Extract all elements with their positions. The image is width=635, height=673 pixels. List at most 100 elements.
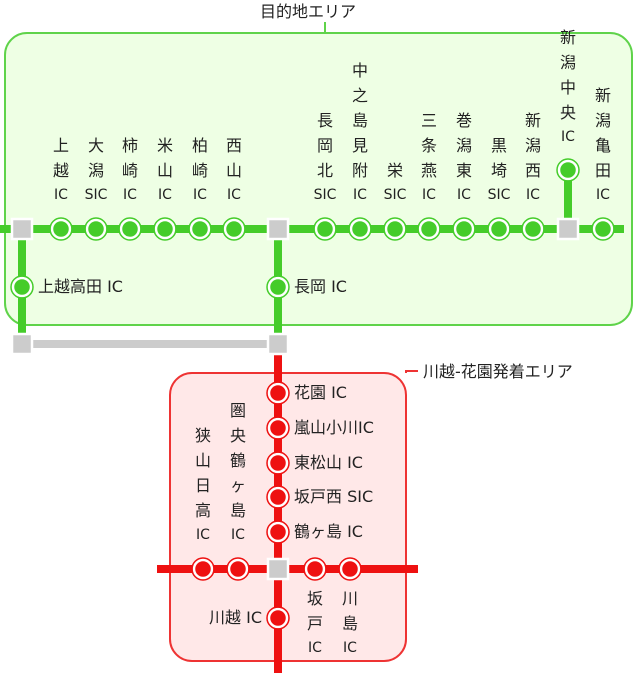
station-label-sakado-char: 坂 (306, 589, 323, 608)
station-label-niigatanishi-ic: IC (526, 187, 540, 203)
station-sanjo-ring (417, 217, 441, 241)
junction-niigatachuo (556, 217, 580, 241)
station-sakado-ring (303, 557, 327, 581)
station-niigatachuo-ring (556, 158, 580, 182)
station-label-ogata-char: 潟 (87, 161, 104, 180)
station-kashiwazaki (189, 218, 211, 240)
station-label-nakanoshima-char: 見 (351, 136, 368, 155)
station-kakizaki (119, 218, 141, 240)
station-label-kenoutsurugashima-char: 圏 (229, 401, 246, 420)
station-niigatakameda (592, 218, 614, 240)
station-label-ranzan: 嵐山小川IC (294, 418, 374, 437)
station-sanjo (418, 218, 440, 240)
station-label-sayamahidaka-char: 高 (194, 501, 211, 520)
station-label-nishiyama-ic: IC (227, 187, 241, 203)
station-yoneyama-ring (153, 217, 177, 241)
station-label-higashimatsuyama: 東松山 IC (294, 453, 363, 472)
station-label-kashiwazaki-ic: IC (193, 187, 207, 203)
station-nishiyama-ring (222, 217, 246, 241)
station-ogata-ring (84, 217, 108, 241)
station-ogata (85, 218, 107, 240)
station-label-kurosaki-ic: SIC (487, 187, 511, 203)
station-label-joetsutakada: 上越高田 IC (38, 277, 123, 296)
junction-tsurugashima (266, 557, 290, 581)
station-label-nagaokakita-char: 北 (316, 161, 333, 180)
station-tsurugashima-ring (266, 520, 290, 544)
station-label-joetsu-char: 上 (52, 136, 69, 155)
station-label-kurosaki-char: 埼 (490, 161, 507, 180)
station-kurosaki-ring (487, 217, 511, 241)
station-label-kakizaki-char: 柿 (121, 136, 138, 155)
station-kawajima-ring (338, 557, 362, 581)
station-label-nakanoshima-char: 附 (351, 161, 368, 180)
station-label-sayamahidaka-char: 日 (194, 476, 211, 495)
station-hanazono-ring (266, 381, 290, 405)
station-nakanoshima (349, 218, 371, 240)
junction-nagaoka (266, 217, 290, 241)
station-label-nagaoka: 長岡 IC (294, 277, 347, 296)
station-label-makiniigatahigashi-char: 潟 (455, 136, 472, 155)
station-label-nishiyama-char: 西 (225, 136, 242, 155)
station-ranzan (267, 417, 289, 439)
station-label-kawagoe: 川越 IC (209, 608, 262, 627)
station-niigatakameda-ring (591, 217, 615, 241)
kawagoe-area-title: 川越-花園発着エリア (423, 362, 573, 381)
station-kenoutsurugashima-ring (226, 557, 250, 581)
station-label-niigatakameda-char: 潟 (594, 111, 611, 130)
station-label-kakizaki-ic: IC (123, 187, 137, 203)
station-label-ogata-char: 大 (87, 136, 104, 155)
station-label-kashiwazaki-char: 崎 (191, 161, 208, 180)
station-label-joetsu-char: 越 (52, 161, 69, 180)
station-label-sayamahidaka-char: 狭 (194, 426, 211, 445)
station-label-kurosaki-char: 黒 (490, 136, 507, 155)
station-label-kakizaki-char: 崎 (121, 161, 138, 180)
station-nagaoka (267, 276, 289, 298)
station-label-makiniigatahigashi-char: 巻 (455, 111, 472, 130)
station-higashimatsuyama-ring (266, 451, 290, 475)
station-label-niigatakameda-char: 新 (594, 86, 611, 105)
station-label-kashiwazaki-char: 柏 (191, 136, 208, 155)
station-label-niigatachuo-ic: IC (561, 129, 575, 145)
station-label-sakado-ic: IC (308, 640, 322, 656)
station-label-niigatakameda-char: 亀 (594, 136, 611, 155)
kawagoe-area-box (169, 372, 407, 662)
destination-area-box (4, 32, 633, 326)
station-label-kakizaki: 柿崎 IC (110, 133, 150, 208)
station-label-niigatanishi-char: 潟 (524, 136, 541, 155)
station-makiniigatahigashi (453, 218, 475, 240)
station-label-yoneyama-char: 山 (156, 161, 173, 180)
station-label-kenoutsurugashima-ic: IC (231, 527, 245, 543)
station-label-kenoutsurugashima-char: 央 (229, 426, 246, 445)
station-label-makiniigatahigashi-char: 東 (455, 161, 472, 180)
station-sayamahidaka (192, 558, 214, 580)
station-label-tsurugashima: 鶴ヶ島 IC (294, 522, 363, 541)
station-label-sakae-char: 栄 (386, 161, 403, 180)
station-niigatanishi (522, 218, 544, 240)
station-sakadonishi-ring (266, 485, 290, 509)
station-label-kashiwazaki: 柏崎 IC (180, 133, 220, 208)
destination-area-title: 目的地エリア (260, 2, 357, 21)
station-label-nakanoshima-ic: IC (353, 187, 367, 203)
station-label-hanazono: 花園 IC (294, 383, 347, 402)
station-label-kawajima-ic: IC (343, 640, 357, 656)
station-label-sakadonishi: 坂戸西 SIC (294, 487, 374, 506)
station-label-kawajima-char: 島 (341, 614, 358, 633)
station-nagaoka-ring (266, 275, 290, 299)
station-kenoutsurugashima (227, 558, 249, 580)
station-label-kenoutsurugashima-char: 島 (229, 501, 246, 520)
kawagoe-area-title-leader (405, 370, 418, 373)
station-label-nakanoshima-char: 中 (351, 61, 368, 80)
station-nagaokakita-ring (313, 217, 337, 241)
station-kawajima (339, 558, 361, 580)
station-label-nagaokakita-char: 岡 (316, 136, 333, 155)
station-label-yoneyama-ic: IC (158, 187, 172, 203)
